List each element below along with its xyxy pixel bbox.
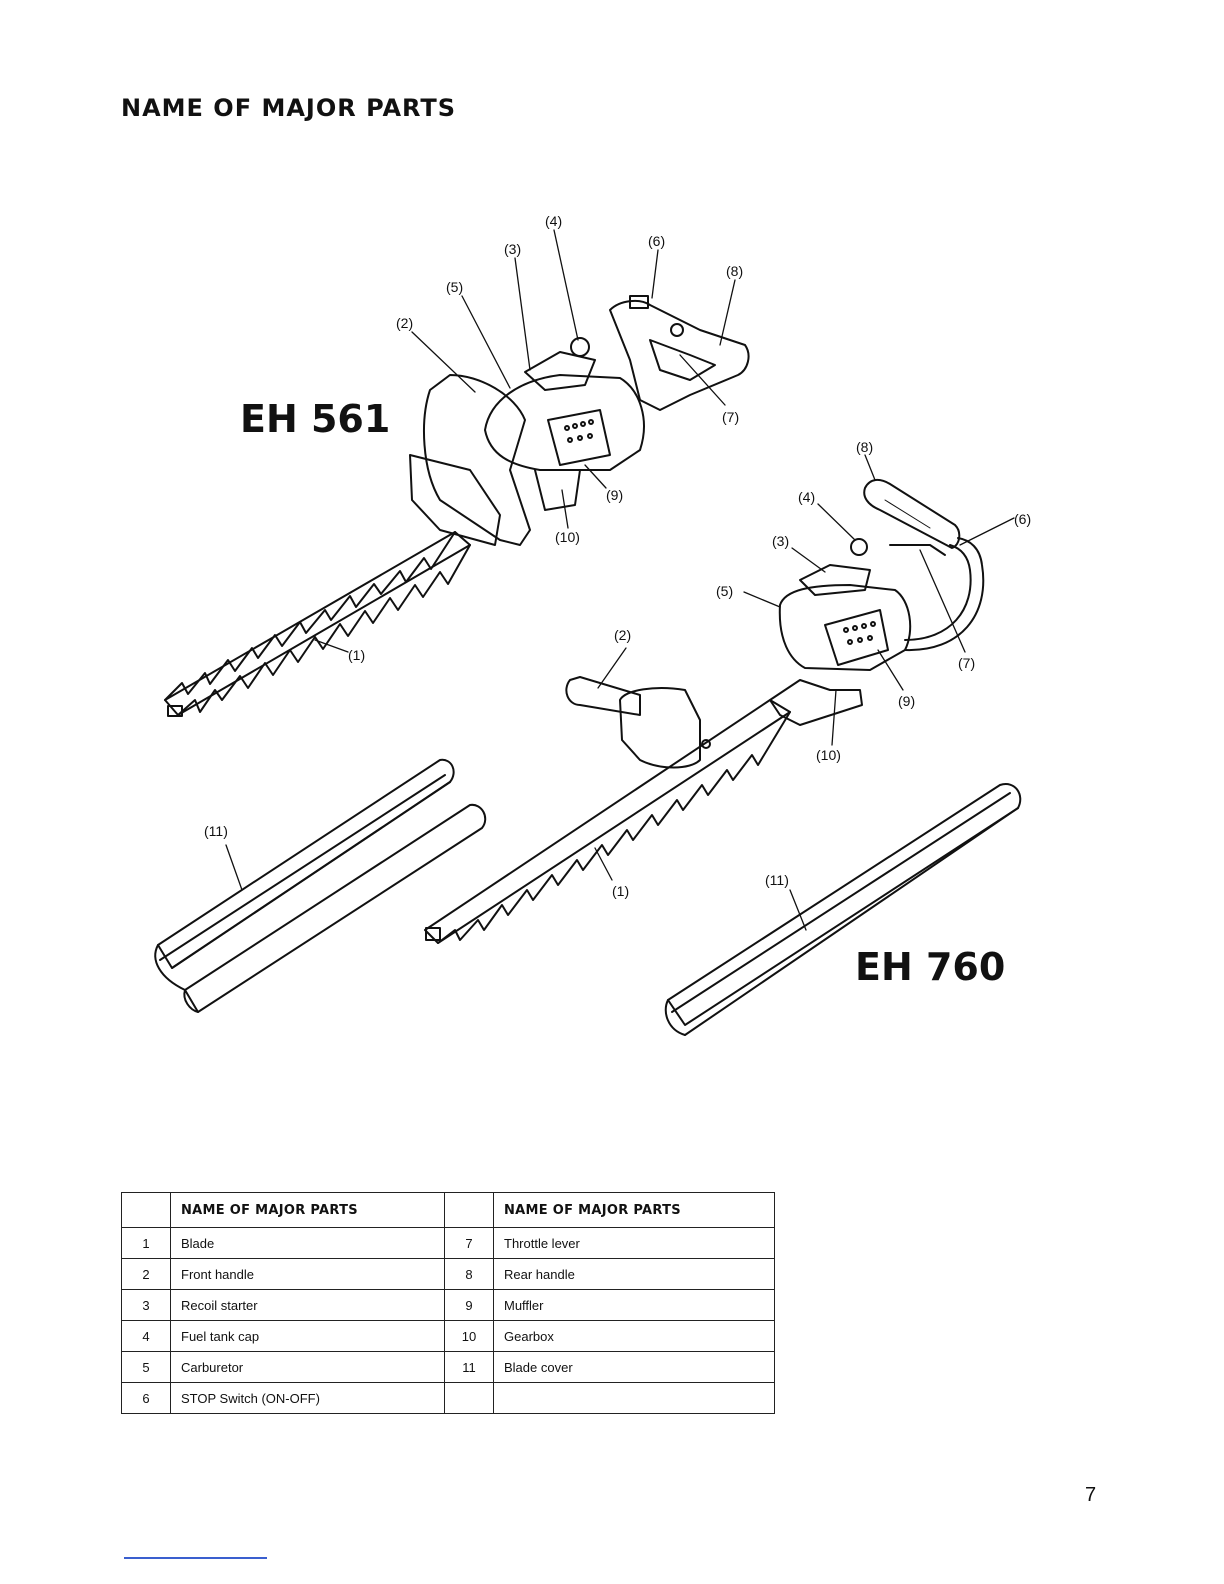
table-row: 4 Fuel tank cap 10 Gearbox	[121, 1320, 775, 1352]
part-name: Rear handle	[493, 1258, 775, 1290]
eh561-callout-6: (6)	[648, 233, 665, 249]
hedge-trimmer-diagram: (1) (2) (3) (4) (5) (6) (7) (8) (9) (10)…	[154, 213, 1031, 1036]
part-number: 5	[121, 1351, 171, 1383]
eh561-callout-3: (3)	[504, 241, 521, 257]
eh561-callout-8: (8)	[726, 263, 743, 279]
part-number: 4	[121, 1320, 171, 1352]
part-name: Front handle	[170, 1258, 445, 1290]
table-row: 3 Recoil starter 9 Muffler	[121, 1289, 775, 1321]
eh760-leader-lines	[594, 454, 1015, 881]
eh561-callout-10: (10)	[555, 529, 580, 545]
eh561-rear-handle	[609, 295, 750, 411]
parts-table: NAME OF MAJOR PARTS NAME OF MAJOR PARTS …	[121, 1192, 775, 1414]
table-row: 6 STOP Switch (ON-OFF)	[121, 1382, 775, 1414]
part-name: Throttle lever	[493, 1227, 775, 1259]
eh561-callout-11: (11)	[204, 823, 228, 839]
footer-rule	[124, 1557, 267, 1559]
part-number: 11	[444, 1351, 494, 1383]
eh561-callout-1: (1)	[348, 647, 365, 663]
eh760-callout-10: (10)	[816, 747, 841, 763]
part-number: 1	[121, 1227, 171, 1259]
part-number: 8	[444, 1258, 494, 1290]
header-num-left	[121, 1192, 171, 1228]
eh561-engine	[484, 337, 645, 511]
part-name: Blade	[170, 1227, 445, 1259]
eh760-callout-8: (8)	[856, 439, 873, 455]
eh561-blade	[164, 531, 471, 717]
eh561-callout-5: (5)	[446, 279, 463, 295]
table-row: 2 Front handle 8 Rear handle	[121, 1258, 775, 1290]
part-name	[493, 1382, 775, 1414]
part-number	[444, 1382, 494, 1414]
eh760-leader-11	[789, 889, 807, 931]
eh561-leader-lines	[314, 229, 736, 653]
eh561-leader-11	[225, 844, 243, 891]
eh760-model-label: EH 760	[855, 945, 1005, 989]
part-number: 2	[121, 1258, 171, 1290]
eh561-front-handle	[409, 374, 531, 546]
header-name-right: NAME OF MAJOR PARTS	[493, 1192, 775, 1228]
header-name-left: NAME OF MAJOR PARTS	[170, 1192, 445, 1228]
eh760-callout-9: (9)	[898, 693, 915, 709]
eh561-blade-cover	[154, 758, 487, 1013]
part-name: Carburetor	[170, 1351, 445, 1383]
eh760-callout-7: (7)	[958, 655, 975, 671]
part-number: 6	[121, 1382, 171, 1414]
part-name: STOP Switch (ON-OFF)	[170, 1382, 445, 1414]
part-number: 7	[444, 1227, 494, 1259]
eh760-blade	[424, 699, 791, 944]
eh760-illustration: (1) (2) (3) (4) (5) (6) (7) (8) (9) (10)…	[424, 439, 1031, 1036]
eh561-callout-7: (7)	[722, 409, 739, 425]
part-name: Recoil starter	[170, 1289, 445, 1321]
part-name: Gearbox	[493, 1320, 775, 1352]
eh561-callout-2: (2)	[396, 315, 413, 331]
eh760-callout-6: (6)	[1014, 511, 1031, 527]
eh760-callout-2: (2)	[614, 627, 631, 643]
part-number: 9	[444, 1289, 494, 1321]
eh760-rear-handle	[863, 478, 985, 652]
table-row: 1 Blade 7 Throttle lever	[121, 1227, 775, 1259]
eh561-callout-9: (9)	[606, 487, 623, 503]
eh760-callout-4: (4)	[798, 489, 815, 505]
eh561-callout-4: (4)	[545, 213, 562, 229]
eh760-callout-1: (1)	[612, 883, 629, 899]
table-row: 5 Carburetor 11 Blade cover	[121, 1351, 775, 1383]
page-heading: NAME OF MAJOR PARTS	[121, 94, 457, 122]
part-number: 10	[444, 1320, 494, 1352]
part-name: Blade cover	[493, 1351, 775, 1383]
eh561-model-label: EH 561	[240, 397, 390, 441]
header-num-right	[444, 1192, 494, 1228]
part-name: Fuel tank cap	[170, 1320, 445, 1352]
eh760-callout-5: (5)	[716, 583, 733, 599]
parts-table-header: NAME OF MAJOR PARTS NAME OF MAJOR PARTS	[121, 1192, 775, 1228]
eh760-blade-cover	[664, 783, 1022, 1036]
eh561-illustration: (1) (2) (3) (4) (5) (6) (7) (8) (9) (10)…	[154, 213, 750, 1013]
part-number: 3	[121, 1289, 171, 1321]
eh760-engine	[769, 538, 912, 726]
page-number: 7	[1085, 1484, 1097, 1506]
eh760-callout-11: (11)	[765, 872, 789, 888]
eh760-callout-3: (3)	[772, 533, 789, 549]
part-name: Muffler	[493, 1289, 775, 1321]
eh760-front-handle	[565, 676, 711, 769]
